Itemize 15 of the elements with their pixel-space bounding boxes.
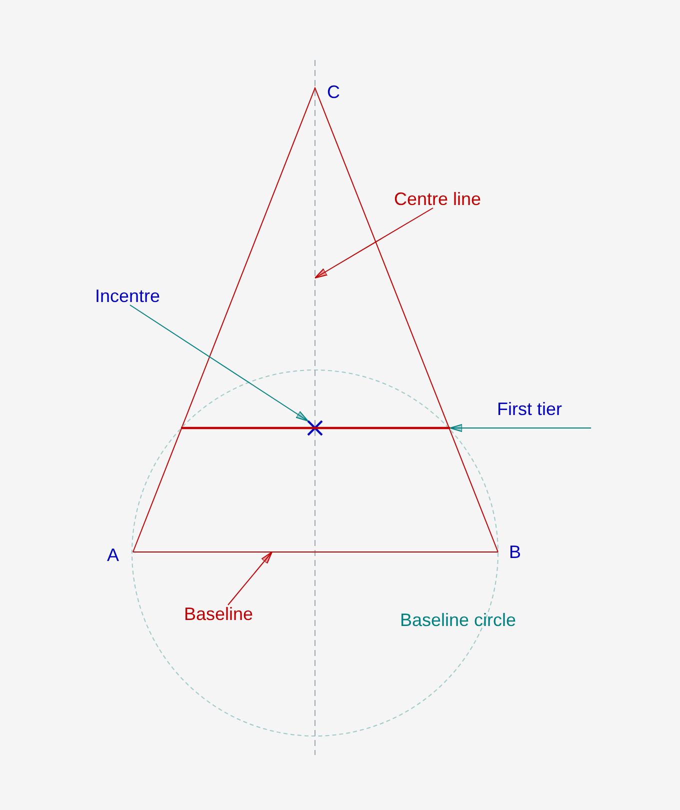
vertex-label: B: [509, 543, 522, 561]
incentre-cross: [307, 420, 323, 436]
circle-label: Baseline circle: [400, 611, 516, 629]
callout-text: Centre line: [394, 190, 482, 208]
vertex-label: A: [107, 546, 120, 564]
leader-line: [450, 424, 592, 432]
callout-text: Incentre: [95, 287, 160, 305]
callout-text: First tier: [497, 400, 591, 430]
leader-line: [228, 552, 272, 606]
callout-text: Baseline: [184, 605, 254, 623]
centre-line: [314, 60, 316, 756]
leader-line: [314, 208, 434, 278]
first-tier-line: [181, 426, 450, 430]
vertex-label: C: [327, 83, 340, 101]
leader-line: [130, 304, 308, 422]
